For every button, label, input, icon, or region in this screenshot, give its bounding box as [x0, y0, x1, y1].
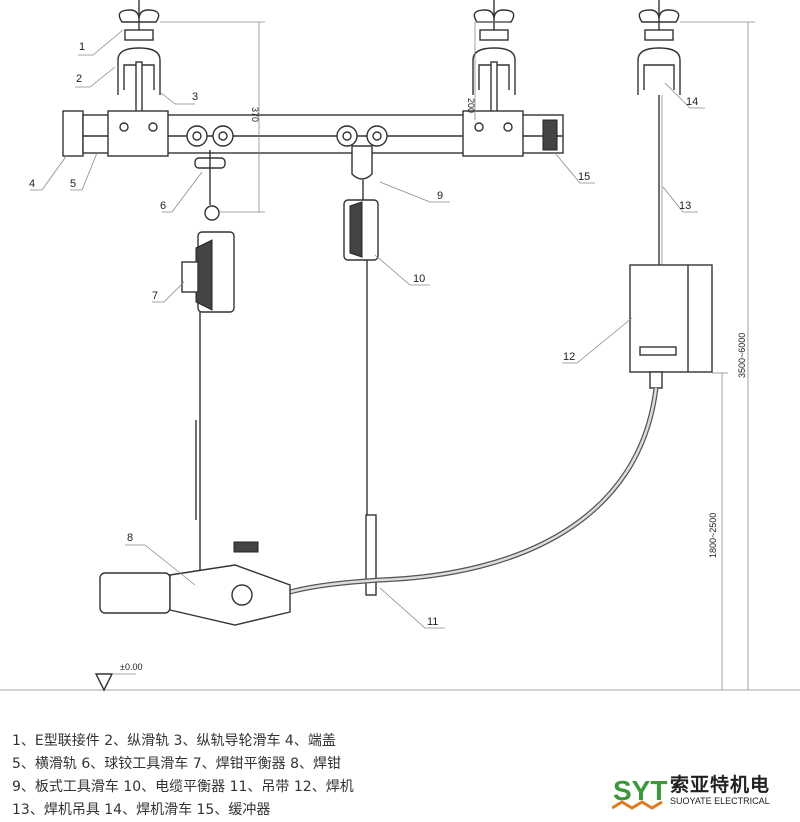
part-label-6: 6 — [160, 200, 166, 212]
welding-gun-balancer — [181, 231, 235, 590]
logo-name-cn: 索亚特机电 — [670, 774, 771, 796]
part-label-1: 1 — [79, 41, 85, 53]
part-label-7: 7 — [152, 290, 158, 302]
part-label-14: 14 — [686, 96, 698, 108]
part-label-2: 2 — [76, 73, 82, 85]
dimension-370: 370 — [250, 107, 260, 122]
floor-line — [0, 673, 800, 692]
part-label-11: 11 — [427, 616, 438, 628]
legend-line: 5、横滑轨 6、球铰工具滑车 7、焊钳平衡器 8、焊钳 — [12, 756, 341, 772]
part-label-13: 13 — [679, 200, 691, 212]
welding-machine — [258, 264, 713, 610]
dimension-overall-height: 3500~6000 — [737, 333, 747, 378]
part-label-12: 12 — [563, 351, 575, 363]
parts-legend: 1、E型联接件 2、纵滑轨 3、纵轨导轮滑车 4、端盖 5、横滑轨 6、球铰工具… — [12, 730, 354, 822]
part-label-10: 10 — [413, 273, 425, 285]
syt-logo-mark: SYT — [612, 775, 667, 810]
e-connector-middle — [472, 0, 516, 123]
part-label-9: 9 — [437, 190, 443, 202]
legend-line: 13、焊机吊具 14、焊机滑车 15、缓冲器 — [12, 802, 271, 818]
e-connector-right — [637, 0, 681, 265]
welding-gun — [99, 541, 291, 626]
part-label-3: 3 — [192, 91, 198, 103]
ball-joint-trolley — [186, 125, 234, 221]
leader-lines — [30, 29, 705, 629]
plate-tool-trolley — [336, 125, 388, 200]
dimension-lines — [160, 21, 755, 690]
dimension-200: 200 — [466, 98, 476, 113]
legend-line: 1、E型联接件 2、纵滑轨 3、纵轨导轮滑车 4、端盖 — [12, 733, 336, 749]
part-label-15: 15 — [578, 171, 590, 183]
part-label-5: 5 — [70, 178, 76, 190]
floor-level-mark: ±0.00 — [120, 662, 142, 672]
part-label-4: 4 — [29, 178, 35, 190]
cable-balancer — [343, 199, 379, 596]
logo-name-en: SUOYATE ELECTRICAL — [670, 796, 770, 806]
dimension-hang-height: 1800~2500 — [708, 513, 718, 558]
e-connector-left — [117, 0, 161, 123]
company-logo: SYT 索亚特机电 SUOYATE ELECTRICAL — [612, 770, 792, 812]
legend-line: 9、板式工具滑车 10、电缆平衡器 11、吊带 12、焊机 — [12, 779, 354, 795]
cross-rail — [62, 110, 564, 157]
part-label-8: 8 — [127, 532, 133, 544]
